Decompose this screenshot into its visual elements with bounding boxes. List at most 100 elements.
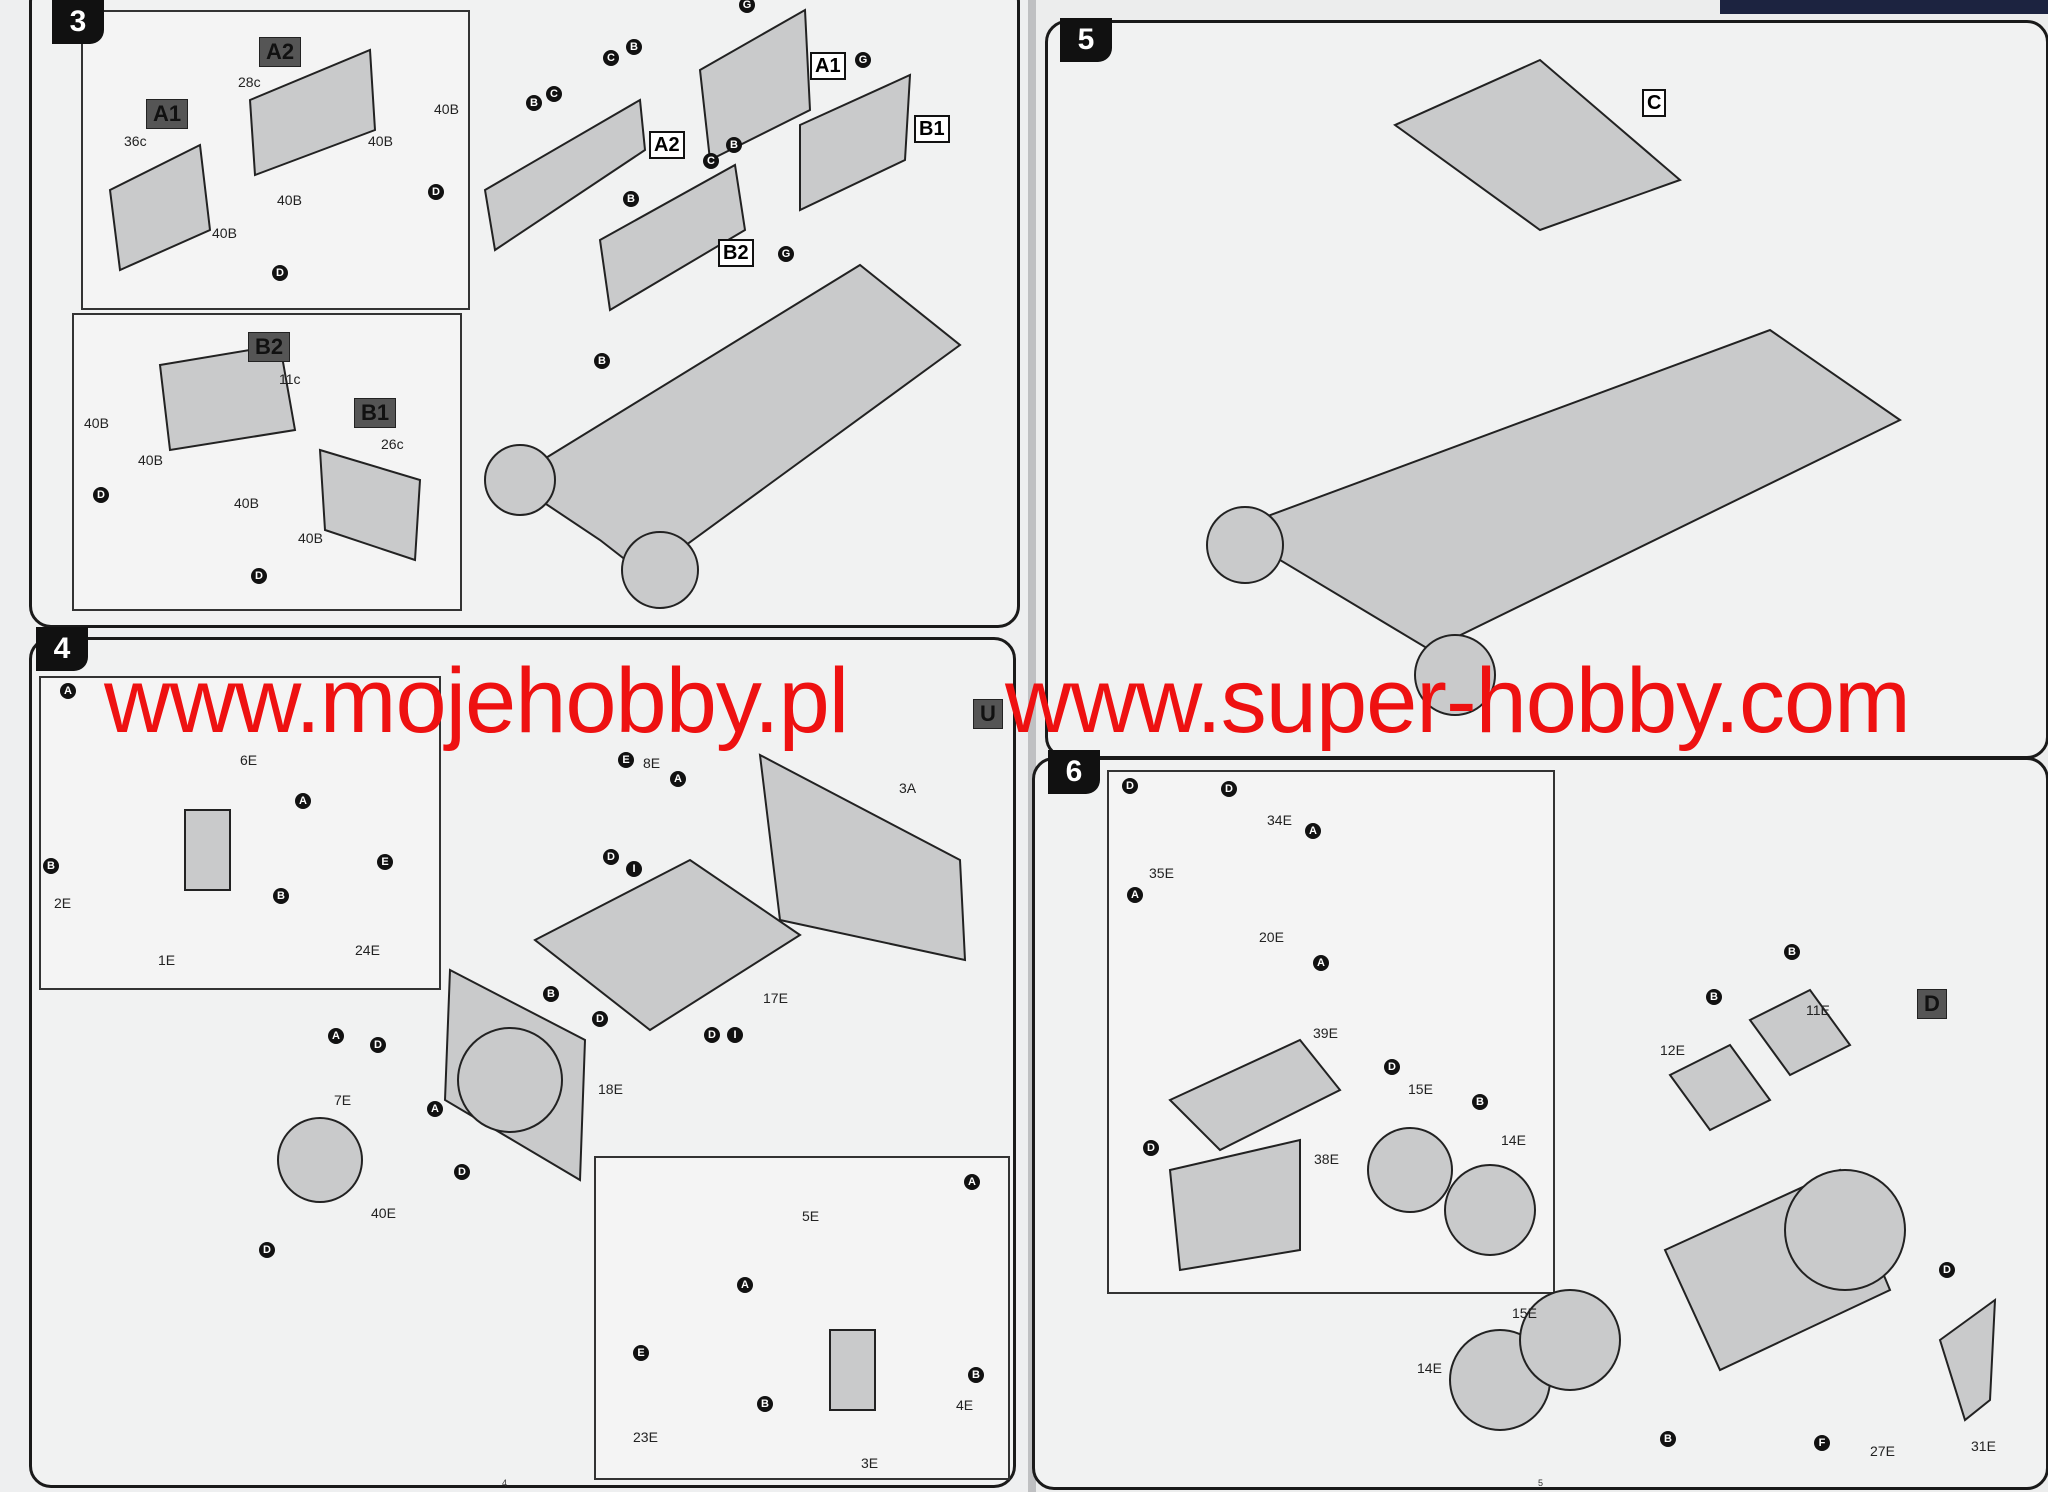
step-4-glue-point-marker: B <box>273 888 289 904</box>
air-filter <box>184 809 231 891</box>
booklet-spine <box>1028 0 1036 1492</box>
step-4-glue-point-marker: E <box>377 854 393 870</box>
step-3-glue-point-marker: C <box>703 153 719 169</box>
watermark-mojehobby: www.mojehobby.pl <box>104 650 849 752</box>
step-6-glue-point-marker: B <box>1660 1431 1676 1447</box>
step-4-subassembly-badge: U <box>973 699 1003 729</box>
step-3-part-number-label: 40B <box>368 133 393 149</box>
step-3-part-number-label: 28c <box>238 74 261 90</box>
bracket-31e <box>1938 1297 1997 1422</box>
step-3-glue-point-marker: B <box>726 137 742 153</box>
bracket-a1 <box>108 143 212 272</box>
step-4-subassembly-top <box>39 676 441 990</box>
step-4-part-number-label: 5E <box>802 1208 820 1224</box>
step-6-glue-point-marker: A <box>1127 887 1143 903</box>
step-6-part-number-label: 20E <box>1259 929 1284 945</box>
step-3-glue-point-marker: D <box>93 487 109 503</box>
panel-b1 <box>799 73 912 212</box>
watermark-super-hobby: www.super-hobby.com <box>1005 650 1911 752</box>
step-3-subassembly-callout: B2 <box>718 239 754 267</box>
step-6-part-number-label: 15E <box>1408 1081 1433 1097</box>
bracket-b2 <box>158 343 297 452</box>
bracket-a2 <box>248 48 377 177</box>
step-6-part-number-label: 31E <box>1971 1438 1996 1454</box>
engine-block <box>533 858 802 1032</box>
step-3-part-number-label: 26c <box>381 436 404 452</box>
step-3-subassembly-badge: A2 <box>259 37 302 67</box>
step-4-part-number-label: 24E <box>355 942 380 958</box>
engine-deck <box>1393 58 1682 232</box>
final-drive <box>1784 1169 1906 1291</box>
step-4-glue-point-marker: D <box>370 1037 386 1053</box>
step-4-part-number-label: 8E <box>643 755 661 771</box>
cover-plate <box>1668 1043 1772 1132</box>
step-3-subassembly-badge: B2 <box>248 332 291 362</box>
step-3-glue-point-marker: B <box>623 191 639 207</box>
sprocket-wheel <box>1414 634 1496 716</box>
step-4-glue-point-marker: D <box>259 1242 275 1258</box>
step-6-part-number-label: 14E <box>1501 1132 1526 1148</box>
step-6-part-number-label: 27E <box>1870 1443 1895 1459</box>
step-4-glue-point-marker: A <box>328 1028 344 1044</box>
step-4-part-number-label: 3E <box>861 1455 879 1471</box>
hull-step-3 <box>508 263 962 577</box>
step-6-part-number-label: 12E <box>1660 1042 1685 1058</box>
step-4-part-number-label: 18E <box>598 1081 623 1097</box>
step-6-number: 6 <box>1048 750 1100 794</box>
step-3-number: 3 <box>52 0 104 44</box>
step-3-glue-point-marker: G <box>739 0 755 13</box>
step-3-subassembly-callout: A2 <box>649 131 685 159</box>
step-3-glue-point-marker: G <box>778 246 794 262</box>
gearbox-case <box>1168 1038 1342 1152</box>
step-3-part-number-label: 11c <box>279 371 301 387</box>
step-4-number: 4 <box>36 627 88 671</box>
step-4-glue-point-marker: D <box>704 1027 720 1043</box>
step-6-glue-point-marker: D <box>1384 1059 1400 1075</box>
brake-drum <box>1367 1127 1453 1213</box>
step-4-glue-point-marker: D <box>603 849 619 865</box>
step-3-glue-point-marker: B <box>526 95 542 111</box>
step-4-glue-point-marker: B <box>968 1367 984 1383</box>
step-4-part-number-label: 2E <box>54 895 72 911</box>
sprocket-wheel <box>621 531 699 609</box>
hull-step-5 <box>1227 328 1902 652</box>
step-6-part-number-label: 39E <box>1313 1025 1338 1041</box>
step-3-part-number-label: 40B <box>138 452 163 468</box>
step-3-subassembly-callout: B1 <box>914 115 950 143</box>
step-6-glue-point-marker: B <box>1706 989 1722 1005</box>
step-3-part-number-label: 40B <box>298 530 323 546</box>
flywheel <box>277 1117 363 1203</box>
step-4-glue-point-marker: E <box>618 752 634 768</box>
step-4-subassembly-bottom <box>594 1156 1010 1480</box>
step-3-subassembly-badge: A1 <box>146 99 189 129</box>
step-3-glue-point-marker: C <box>546 86 562 102</box>
step-3-glue-point-marker: G <box>855 52 871 68</box>
step-6-glue-point-marker: A <box>1313 955 1329 971</box>
step-6-part-number-label: 11E <box>1806 1002 1830 1018</box>
step-4-glue-point-marker: B <box>543 986 559 1002</box>
background-corner <box>1720 0 2048 14</box>
step-3-glue-point-marker: C <box>603 50 619 66</box>
step-3-glue-point-marker: D <box>251 568 267 584</box>
air-filter <box>829 1329 876 1411</box>
brake-drum <box>1519 1289 1621 1391</box>
step-3-part-number-label: 36c <box>124 133 147 149</box>
panel-a2 <box>483 98 647 252</box>
step-6-part-number-label: 14E <box>1417 1360 1442 1376</box>
step-4-glue-point-marker: A <box>737 1277 753 1293</box>
step-4-glue-point-marker: I <box>626 861 642 877</box>
fan-wheel <box>457 1027 563 1133</box>
step-4-glue-point-marker: A <box>295 793 311 809</box>
step-3-subassembly-callout: A1 <box>810 52 846 80</box>
step-4-part-number-label: 1E <box>158 952 176 968</box>
step-4-part-number-label: 40E <box>371 1205 396 1221</box>
step-6-subassembly-badge: D <box>1917 989 1947 1019</box>
step-6-glue-point-marker: B <box>1784 944 1800 960</box>
bracket-b1 <box>318 448 422 562</box>
step-6-part-number-label: 15E <box>1512 1305 1537 1321</box>
step-6-glue-point-marker: F <box>1814 1435 1830 1451</box>
step-5-subassembly-callout: C <box>1642 89 1667 117</box>
step-3-part-number-label: 40B <box>434 101 459 117</box>
road-wheel <box>484 444 556 516</box>
